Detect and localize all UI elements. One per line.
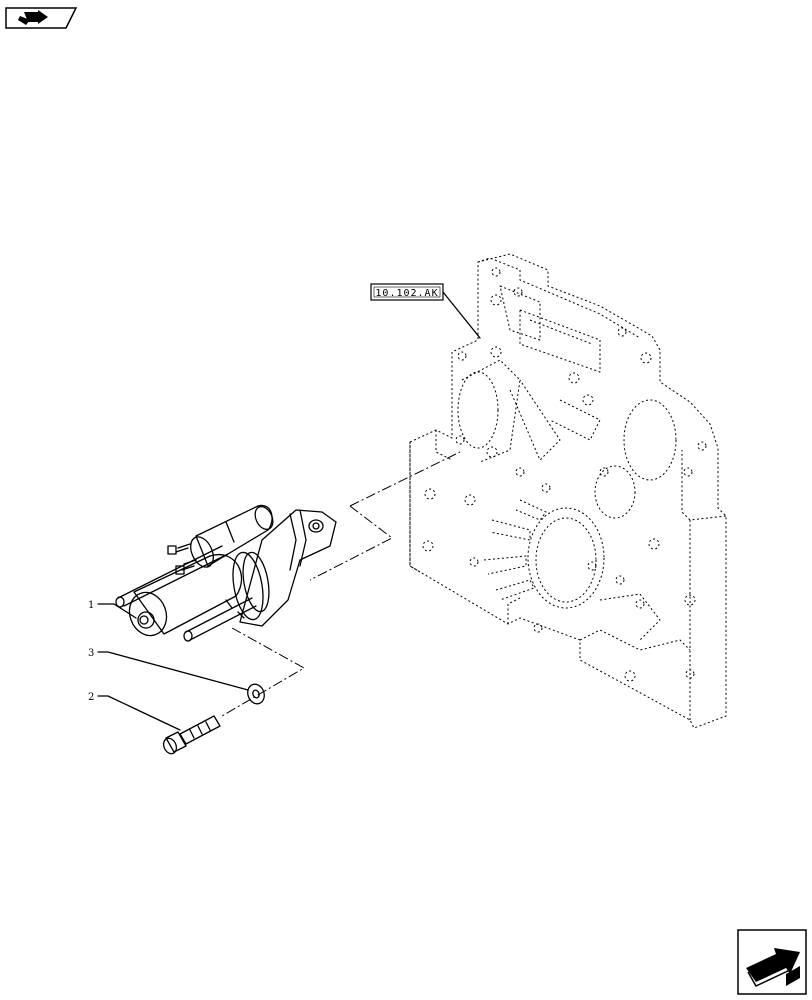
nav-badge-top[interactable]	[5, 7, 78, 29]
washer[interactable]	[245, 682, 267, 706]
callout-number[interactable]: 1	[88, 600, 94, 611]
callout-number[interactable]: 3	[88, 648, 94, 659]
starter-motor[interactable]	[115, 504, 337, 642]
callout-number[interactable]: 2	[88, 692, 94, 703]
back-arrow-icon	[18, 10, 48, 25]
nav-badge-bottom[interactable]	[737, 929, 807, 995]
bolt[interactable]	[161, 715, 221, 756]
reference-code-box[interactable]: 10.102.AK	[370, 283, 481, 339]
callout-leaders	[97, 603, 249, 731]
reference-code-label: 10.102.AK	[375, 288, 438, 299]
engine-front-cover	[409, 253, 727, 729]
assembly-lines	[221, 451, 461, 717]
next-arrow-icon	[746, 948, 800, 987]
